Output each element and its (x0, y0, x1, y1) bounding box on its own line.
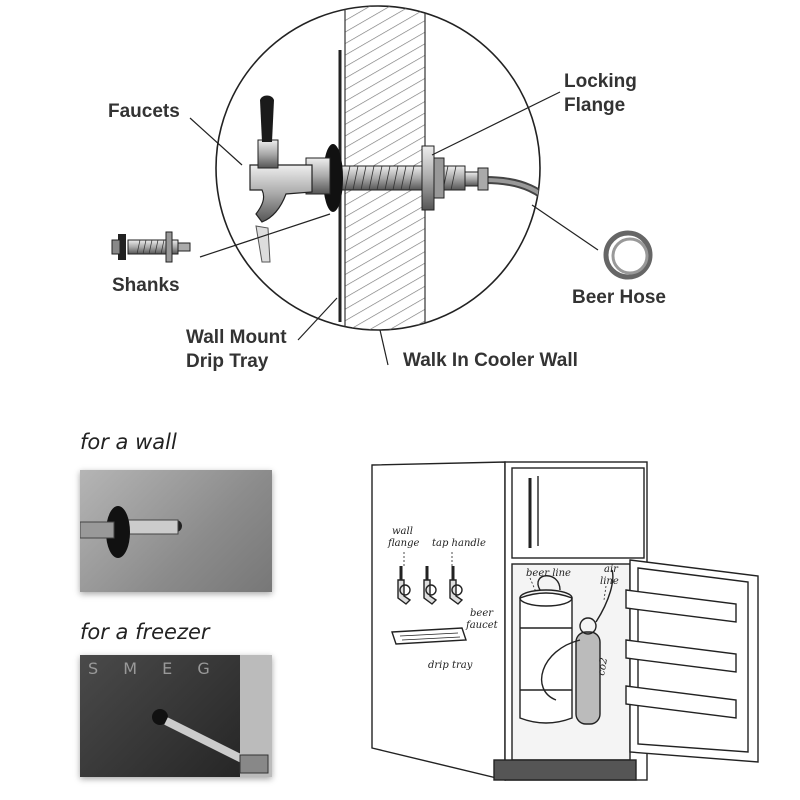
faucet-illustration (249, 95, 331, 263)
side-drip-tray (391, 627, 467, 645)
beer-faucet-label-line1: beer (470, 608, 494, 619)
drip-tray-label-line2: Drip Tray (186, 351, 269, 372)
locking-flange-label-line2: Flange (564, 95, 626, 116)
tap-handle-label: tap handle (432, 538, 486, 549)
shanks-label: Shanks (112, 275, 180, 296)
drip-tray-label-line1: Wall Mount (186, 327, 287, 348)
beer-line-label: beer line (526, 568, 571, 579)
air-line-label-line2: line (600, 576, 619, 587)
leader-lines (189, 91, 599, 366)
freezer-photo: S M E G (80, 655, 272, 777)
air-line-label-line1: air (604, 564, 619, 575)
freezer-caption: for a freezer (80, 620, 210, 644)
side-faucets (397, 566, 464, 605)
cooler-wall-label: Walk In Cooler Wall (403, 350, 578, 371)
shank-assembly (323, 144, 489, 212)
wall-photo (80, 470, 272, 592)
wall-flange-label-line2: flange (387, 538, 419, 549)
beer-hose-label: Beer Hose (572, 287, 666, 308)
shank-illustration (111, 231, 191, 263)
wall-caption: for a wall (80, 430, 177, 454)
drip-tray-sketch-label: drip tray (428, 660, 473, 671)
co2-label: co2 (596, 657, 610, 677)
beer-hose-coil (603, 230, 653, 280)
wall-flange-label-line1: wall (392, 526, 413, 537)
locking-flange-label-line1: Locking (564, 71, 637, 92)
beer-faucet-label-line2: faucet (465, 620, 499, 631)
freezer-brand-text: S M E G (88, 659, 220, 678)
freezer-shank-image (152, 655, 272, 777)
faucets-label: Faucets (108, 101, 180, 122)
wall-shank-image (80, 506, 182, 558)
tap-install-diagram (111, 5, 653, 366)
